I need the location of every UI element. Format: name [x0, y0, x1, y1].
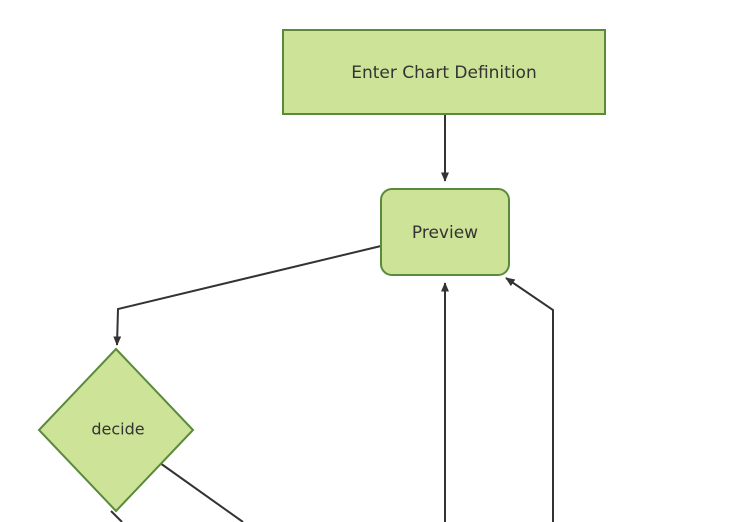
edge-decide-right-out [159, 462, 244, 522]
edges-layer [110, 114, 554, 522]
node-enter-chart-definition-label: Enter Chart Definition [351, 63, 536, 83]
node-decide-shape[interactable] [37, 347, 195, 513]
node-enter-chart-definition-shape[interactable] [282, 29, 606, 115]
node-preview[interactable]: Preview [380, 188, 510, 276]
node-decide-label: decide [91, 420, 144, 439]
node-preview-label: Preview [412, 223, 478, 243]
edge-preview-to-decide [113, 245, 382, 346]
node-preview-shape[interactable] [380, 188, 510, 276]
edge-decide-bottom-out [110, 510, 123, 522]
node-enter-chart-definition[interactable]: Enter Chart Definition [282, 29, 606, 115]
edge-bottom-right-to-preview [505, 277, 554, 522]
node-decide[interactable]: decide [37, 347, 195, 513]
